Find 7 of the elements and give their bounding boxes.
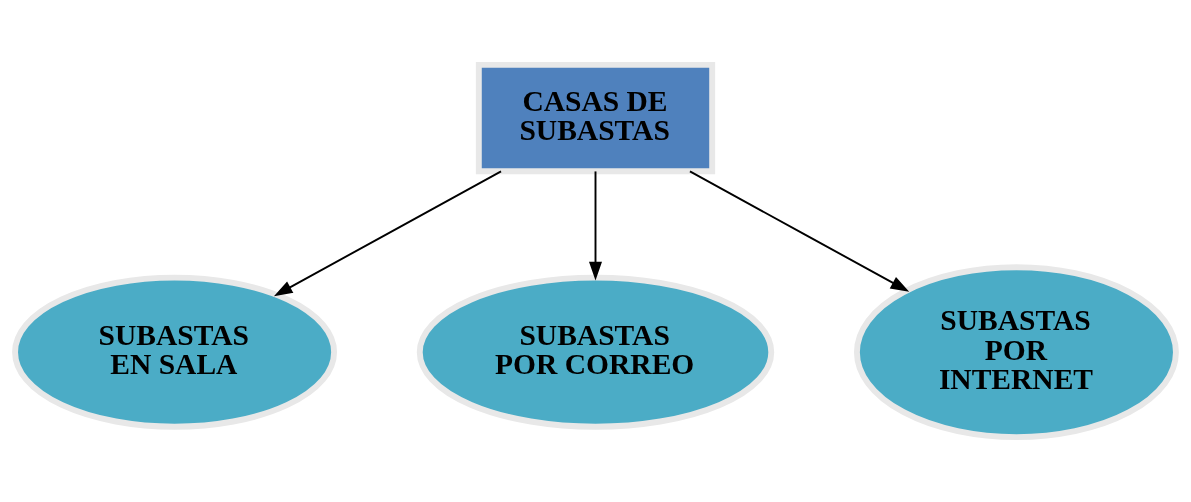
arrow bbox=[588, 170, 603, 281]
node-ellipse: SUBASTAS POR CORREO bbox=[416, 274, 775, 430]
node-ellipse: SUBASTAS EN SALA bbox=[12, 274, 338, 430]
node-ellipse: SUBASTAS POR INTERNET bbox=[853, 264, 1179, 441]
arrow bbox=[273, 170, 502, 297]
node-box: CASAS DE SUBASTAS bbox=[475, 61, 716, 175]
arrow bbox=[689, 170, 910, 292]
